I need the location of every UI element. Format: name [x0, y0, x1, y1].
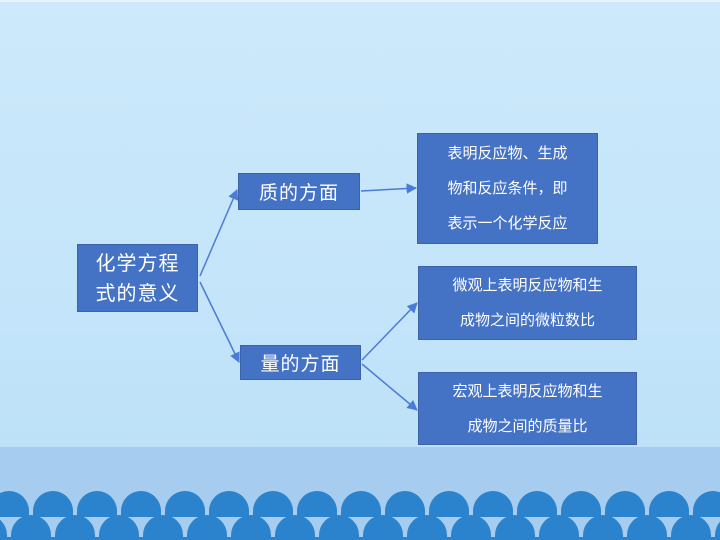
leaf-3-line-1: 宏观上表明反应物和生 — [452, 381, 603, 400]
wave-scallop — [693, 491, 720, 517]
wave-scallop — [319, 515, 359, 540]
arrow-quantity-to-leaf-2 — [361, 302, 418, 361]
wave-scallop — [583, 515, 623, 540]
leaf-node-mass-ratio: 宏观上表明反应物和生 成物之间的质量比 — [418, 372, 637, 445]
wave-scallop — [231, 515, 271, 540]
wave-scallop — [77, 491, 117, 517]
wave-scallop — [385, 491, 425, 517]
wave-scallop — [649, 491, 689, 517]
wave-scallop — [429, 491, 469, 517]
leaf-2-line-2: 成物之间的微粒数比 — [459, 311, 595, 329]
branch-quality-label: 质的方面 — [258, 182, 339, 204]
wave-scallop — [715, 521, 720, 540]
wave-scallop — [187, 515, 227, 540]
wave-scallop — [275, 515, 315, 540]
wave-scallop — [209, 491, 249, 517]
wave-scallop — [33, 491, 73, 517]
leaf-1-line-2: 物和反应条件，即 — [447, 179, 568, 197]
branch-quantity-node: 量的方面 — [240, 345, 361, 380]
leaf-node-reaction-meaning: 表明反应物、生成 物和反应条件，即 表示一个化学反应 — [417, 133, 598, 244]
leaf-1-line-3: 表示一个化学反应 — [447, 214, 568, 232]
wave-scallop — [55, 515, 95, 540]
wave-scallop — [539, 515, 579, 540]
arrow-root-to-quantity — [199, 281, 240, 363]
wave-scallop — [495, 515, 535, 540]
leaf-1-line-1: 表明反应物、生成 — [447, 144, 568, 162]
arrow-quality-to-leaf-1 — [360, 183, 418, 194]
root-node-line-1: 化学方程 — [95, 251, 180, 275]
wave-scallop — [451, 515, 491, 540]
wave-scallop — [0, 491, 29, 517]
wave-scallop — [407, 515, 447, 540]
branch-quality-node: 质的方面 — [238, 173, 360, 210]
root-node: 化学方程 式的意义 — [77, 244, 198, 312]
leaf-3-line-2: 成物之间的质量比 — [467, 416, 588, 435]
wave-scallop — [99, 515, 139, 540]
wave-scallop — [561, 491, 601, 517]
wave-scallop — [143, 515, 183, 540]
branch-quantity-label: 量的方面 — [260, 353, 341, 375]
root-node-line-2: 式的意义 — [95, 281, 180, 305]
wave-scallop — [165, 491, 205, 517]
wave-scallop — [341, 491, 381, 517]
wave-scallop — [0, 519, 7, 540]
wave-scallop — [363, 515, 403, 540]
wave-scallop — [517, 491, 557, 517]
wave-scallop — [253, 491, 293, 517]
wave-scallop — [671, 515, 711, 540]
arrow-quantity-to-leaf-3 — [361, 363, 418, 411]
wave-scallop — [297, 491, 337, 517]
wave-scallop — [11, 515, 51, 540]
leaf-2-line-1: 微观上表明反应物和生 — [452, 276, 603, 294]
wave-base-strip — [0, 537, 720, 540]
wave-scallop — [605, 491, 645, 517]
decorative-wave-pattern — [0, 491, 720, 540]
wave-scallop — [627, 515, 667, 540]
top-edge-line — [0, 0, 720, 2]
wave-scallop — [473, 491, 513, 517]
leaf-node-particle-ratio: 微观上表明反应物和生 成物之间的微粒数比 — [418, 266, 637, 340]
wave-scallop — [121, 491, 161, 517]
arrow-root-to-quality — [199, 189, 239, 277]
